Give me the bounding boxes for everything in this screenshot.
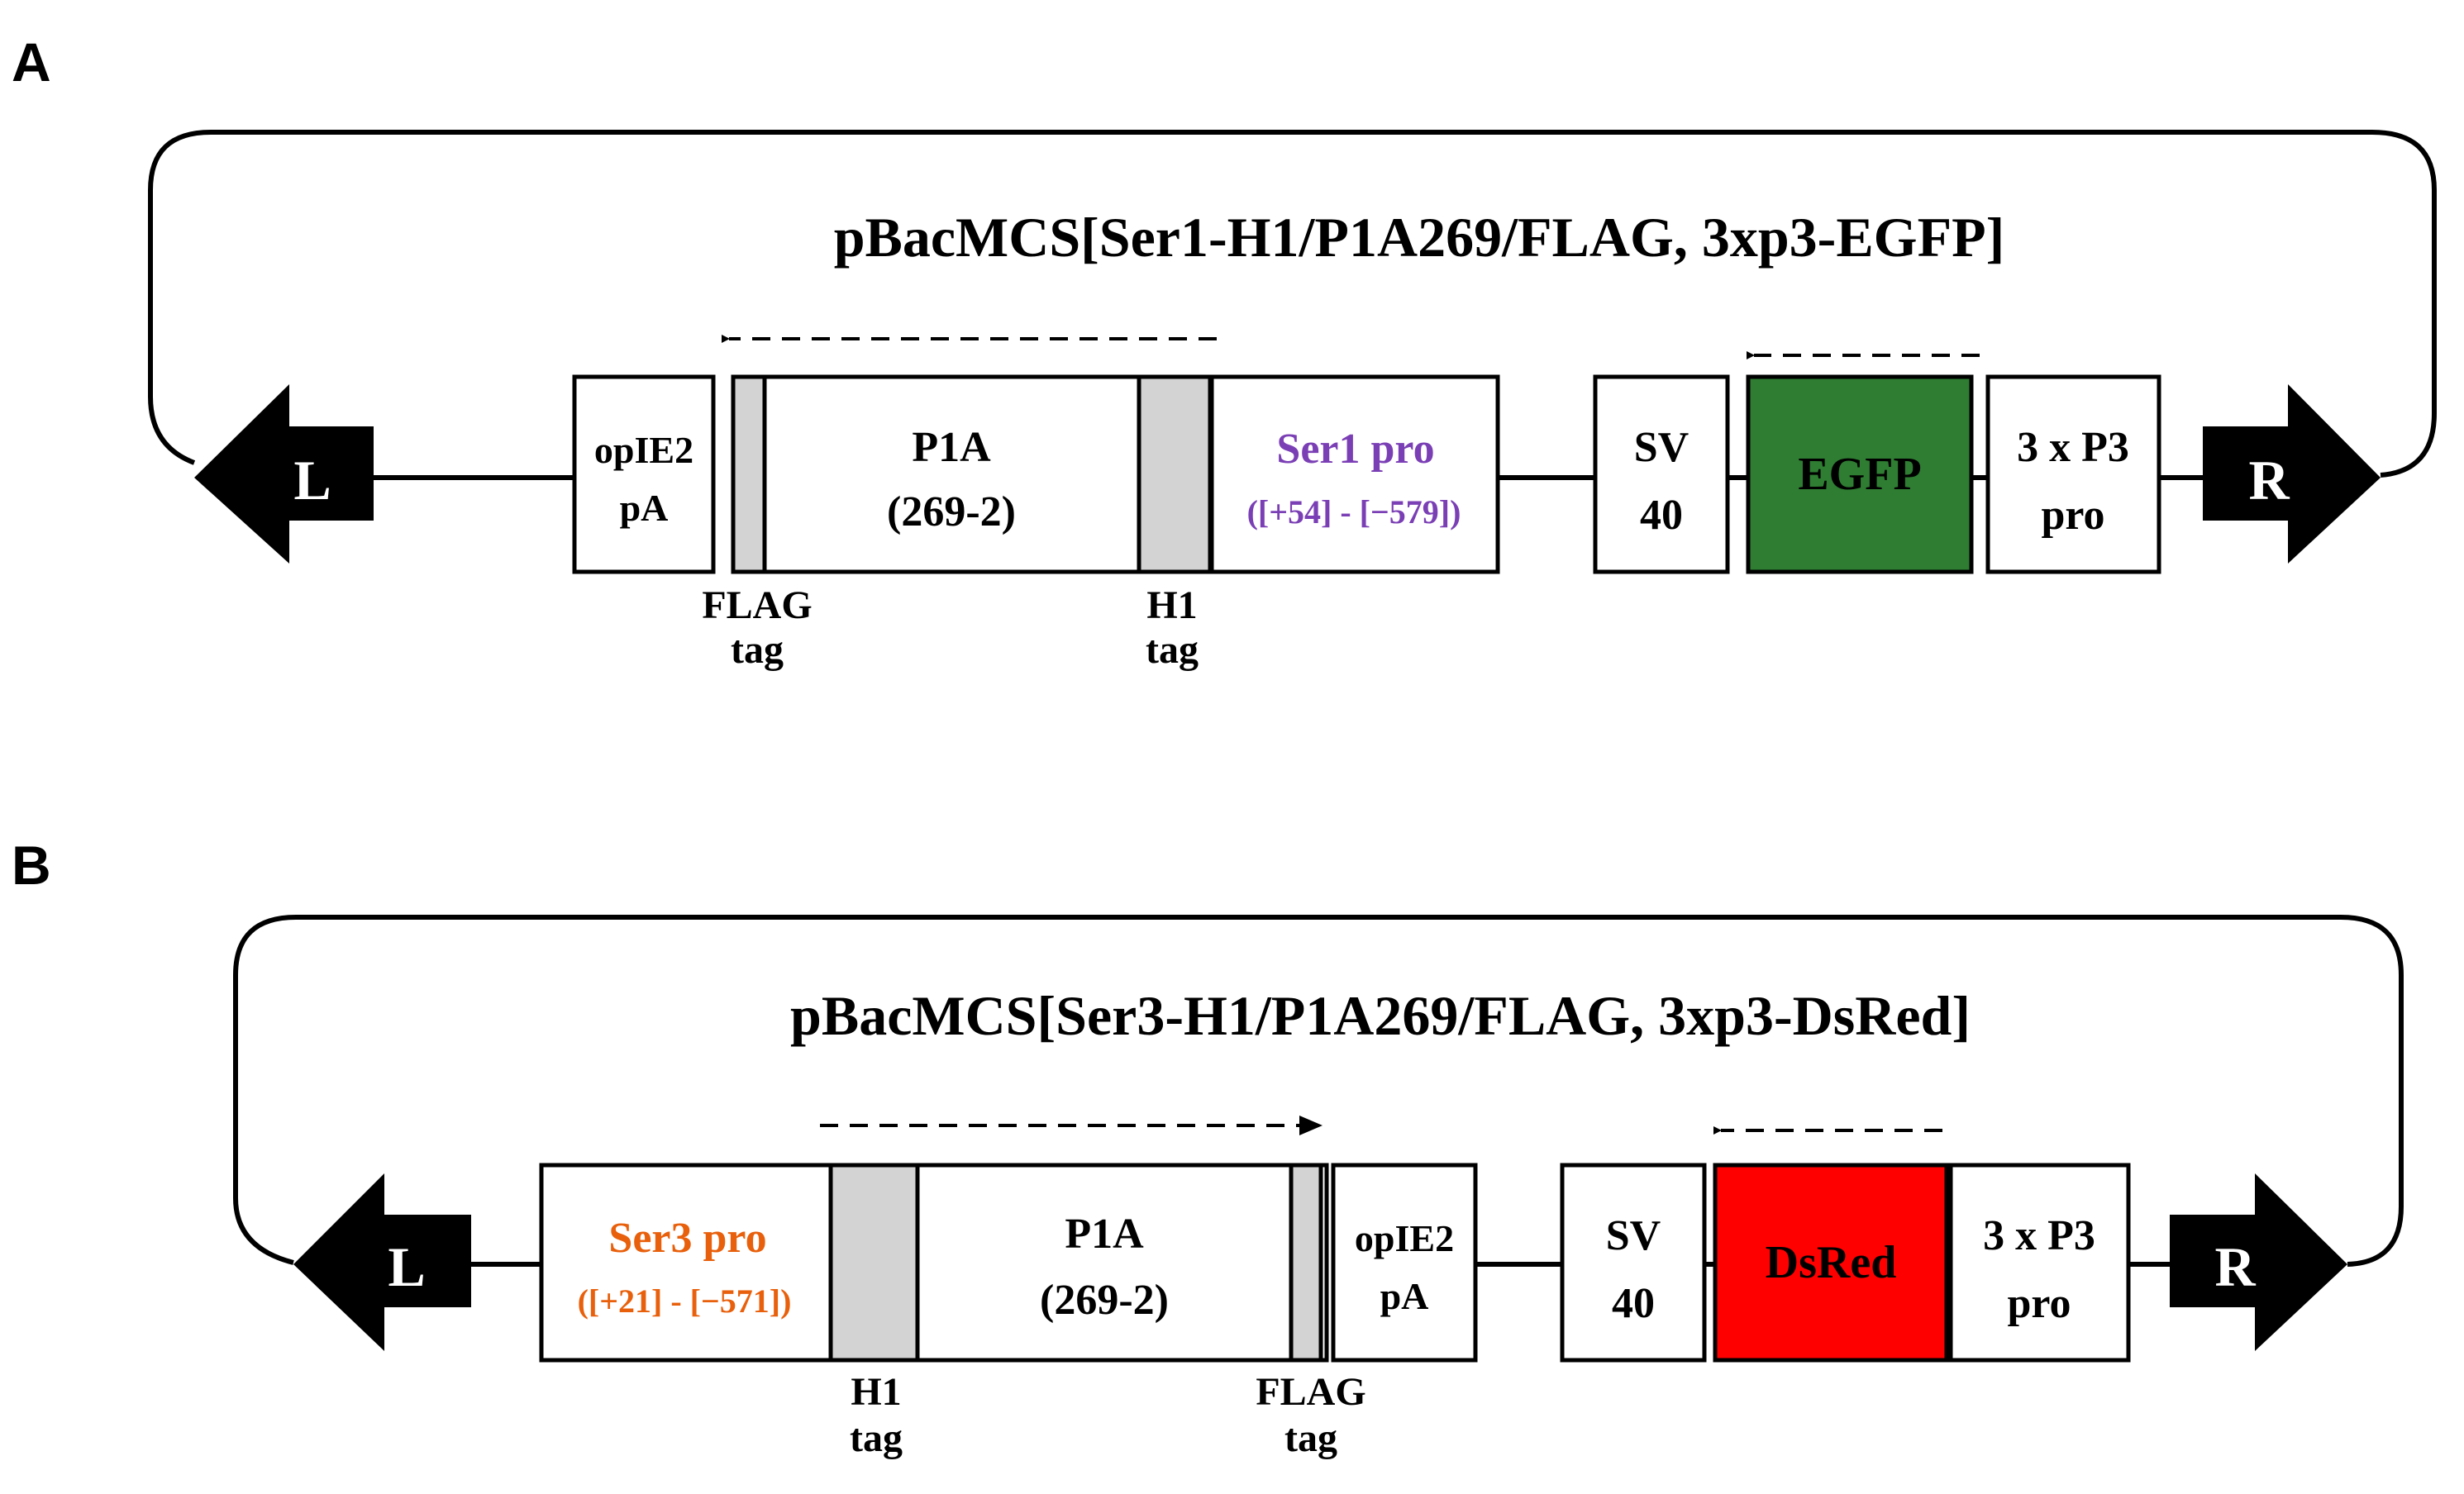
opie2-label: opIE2	[594, 429, 693, 471]
p1a-range-label: (269-2)	[887, 488, 1016, 535]
pa-label: pA	[620, 487, 669, 529]
p3-promoter-label: 3 x P3	[1983, 1212, 2095, 1259]
plasmid-loop-a	[148, 130, 2437, 478]
p3-promoter-box	[1985, 374, 2161, 574]
h1-tag-segment	[828, 1163, 920, 1363]
p1a-label: P1A	[912, 424, 991, 471]
panel-letter-a: A	[12, 31, 51, 93]
flag-tag-segment	[1289, 1163, 1323, 1363]
arrowhead-right	[1299, 1116, 1323, 1135]
flag-tag-label: FLAG	[702, 583, 812, 627]
sv40-box	[1593, 374, 1730, 574]
panel-b: B L R pBacMCS[Ser3-H1/P1A269/FLAG, 3xp3-…	[12, 835, 2404, 1460]
ser3-promoter-range: ([+21] - [−571])	[578, 1282, 792, 1320]
h1-tag-segment	[1137, 374, 1214, 574]
opie2-pa-box	[1331, 1163, 1478, 1363]
right-arm-arrow	[2170, 1173, 2347, 1351]
sv40-label: SV	[1606, 1212, 1661, 1259]
dsred-box	[1713, 1163, 1949, 1363]
p3-promoter-suffix: pro	[2007, 1280, 2071, 1327]
plasmid-title: pBacMCS[Ser3-H1/P1A269/FLAG, 3xp3-DsRed]	[790, 984, 1971, 1047]
pa-label: pA	[1380, 1275, 1429, 1317]
opie2-pa-box	[572, 374, 716, 574]
panel-letter-b: B	[12, 835, 51, 896]
right-arm-arrow	[2203, 384, 2381, 564]
panel-a: A L R pBacMCS[Ser1-H1/P1A269/FLAG, 3xp3-…	[12, 31, 2437, 672]
egfp-box	[1746, 374, 1974, 574]
sv40-number: 40	[1640, 492, 1683, 539]
ser3-promoter-label: Ser3 pro	[608, 1215, 766, 1262]
p3-promoter-label: 3 x P3	[2017, 424, 2129, 471]
h1-tag-suffix: tag	[850, 1416, 903, 1460]
p3-promoter-box	[1948, 1163, 2131, 1363]
right-arm-label: R	[2248, 449, 2290, 511]
plasmid-loop-b	[233, 915, 2404, 1267]
egfp-label: EGFP	[1798, 449, 1921, 500]
p1a-range-label: (269-2)	[1040, 1277, 1169, 1324]
ser1-promoter-range: ([+54] - [−579])	[1247, 493, 1461, 531]
ser1-promoter-label: Ser1 pro	[1276, 426, 1434, 473]
h1-tag-label: H1	[851, 1370, 901, 1414]
flag-tag-segment	[731, 374, 767, 574]
h1-tag-label: H1	[1146, 583, 1197, 627]
p3-promoter-suffix: pro	[2041, 492, 2104, 539]
flag-tag-suffix: tag	[1284, 1416, 1337, 1460]
opie2-label: opIE2	[1355, 1217, 1454, 1259]
p1a-construct-box	[731, 374, 1500, 574]
left-arm-arrow	[194, 384, 374, 564]
sv40-box	[1560, 1163, 1707, 1363]
sv40-label: SV	[1634, 424, 1689, 471]
left-arm-arrow	[293, 1173, 471, 1351]
plasmid-title: pBacMCS[Ser1-H1/P1A269/FLAG, 3xp3-EGFP]	[834, 206, 2005, 269]
left-arm-label: L	[388, 1235, 425, 1298]
left-arm-label: L	[293, 449, 331, 511]
flag-tag-label: FLAG	[1256, 1370, 1365, 1414]
h1-tag-suffix: tag	[1146, 628, 1199, 672]
flag-tag-suffix: tag	[731, 628, 784, 672]
dsred-label: DsRed	[1766, 1237, 1897, 1288]
right-arm-label: R	[2214, 1235, 2256, 1298]
p1a-construct-box	[539, 1163, 1329, 1363]
p1a-label: P1A	[1065, 1211, 1144, 1258]
sv40-number: 40	[1612, 1280, 1655, 1327]
